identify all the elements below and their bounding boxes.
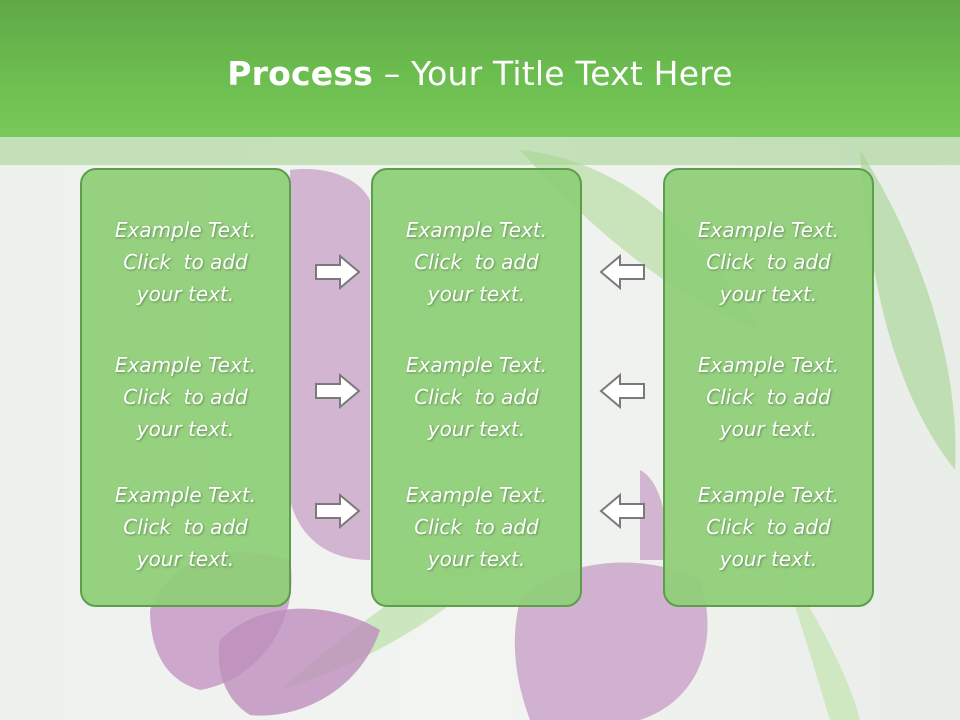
right-arrow-icon (315, 492, 361, 530)
text-line: your text. (719, 547, 818, 571)
text-line: Example Text. (405, 483, 548, 507)
text-line: your text. (719, 417, 818, 441)
text-item[interactable]: Example Text. Click to add your text. (665, 214, 872, 310)
text-line: Click to add (706, 515, 831, 539)
text-line: your text. (427, 282, 526, 306)
text-item[interactable]: Example Text. Click to add your text. (373, 349, 580, 445)
text-item[interactable]: Example Text. Click to add your text. (665, 349, 872, 445)
text-item[interactable]: Example Text. Click to add your text. (82, 214, 289, 310)
process-box-right[interactable]: Example Text. Click to add your text. Ex… (663, 168, 874, 607)
right-arrow-icon (315, 372, 361, 410)
text-line: Click to add (706, 250, 831, 274)
left-arrow-icon (599, 492, 645, 530)
text-line: Click to add (414, 385, 539, 409)
title-bold: Process (227, 54, 374, 93)
text-line: your text. (136, 282, 235, 306)
text-line: Example Text. (697, 353, 840, 377)
process-box-left[interactable]: Example Text. Click to add your text. Ex… (80, 168, 291, 607)
text-line: your text. (136, 417, 235, 441)
text-item[interactable]: Example Text. Click to add your text. (373, 214, 580, 310)
right-arrow-icon (315, 253, 361, 291)
text-line: Click to add (706, 385, 831, 409)
text-line: Click to add (414, 250, 539, 274)
text-line: your text. (136, 547, 235, 571)
text-item[interactable]: Example Text. Click to add your text. (373, 479, 580, 575)
text-line: Example Text. (114, 483, 257, 507)
text-line: Example Text. (114, 353, 257, 377)
text-line: Click to add (123, 250, 248, 274)
slide-title[interactable]: Process – Your Title Text Here (0, 52, 960, 96)
text-line: Example Text. (405, 353, 548, 377)
text-line: Example Text. (114, 218, 257, 242)
text-line: Example Text. (697, 483, 840, 507)
text-line: Click to add (414, 515, 539, 539)
left-arrow-icon (599, 372, 645, 410)
text-line: Click to add (123, 385, 248, 409)
text-item[interactable]: Example Text. Click to add your text. (82, 479, 289, 575)
text-line: your text. (719, 282, 818, 306)
text-line: Example Text. (697, 218, 840, 242)
text-line: Click to add (123, 515, 248, 539)
header-accent-strip (0, 137, 960, 165)
left-arrow-icon (599, 253, 645, 291)
process-box-center[interactable]: Example Text. Click to add your text. Ex… (371, 168, 582, 607)
title-bar (0, 0, 960, 137)
text-item[interactable]: Example Text. Click to add your text. (665, 479, 872, 575)
text-line: your text. (427, 547, 526, 571)
text-item[interactable]: Example Text. Click to add your text. (82, 349, 289, 445)
title-rest: – Your Title Text Here (373, 54, 733, 93)
text-line: Example Text. (405, 218, 548, 242)
text-line: your text. (427, 417, 526, 441)
